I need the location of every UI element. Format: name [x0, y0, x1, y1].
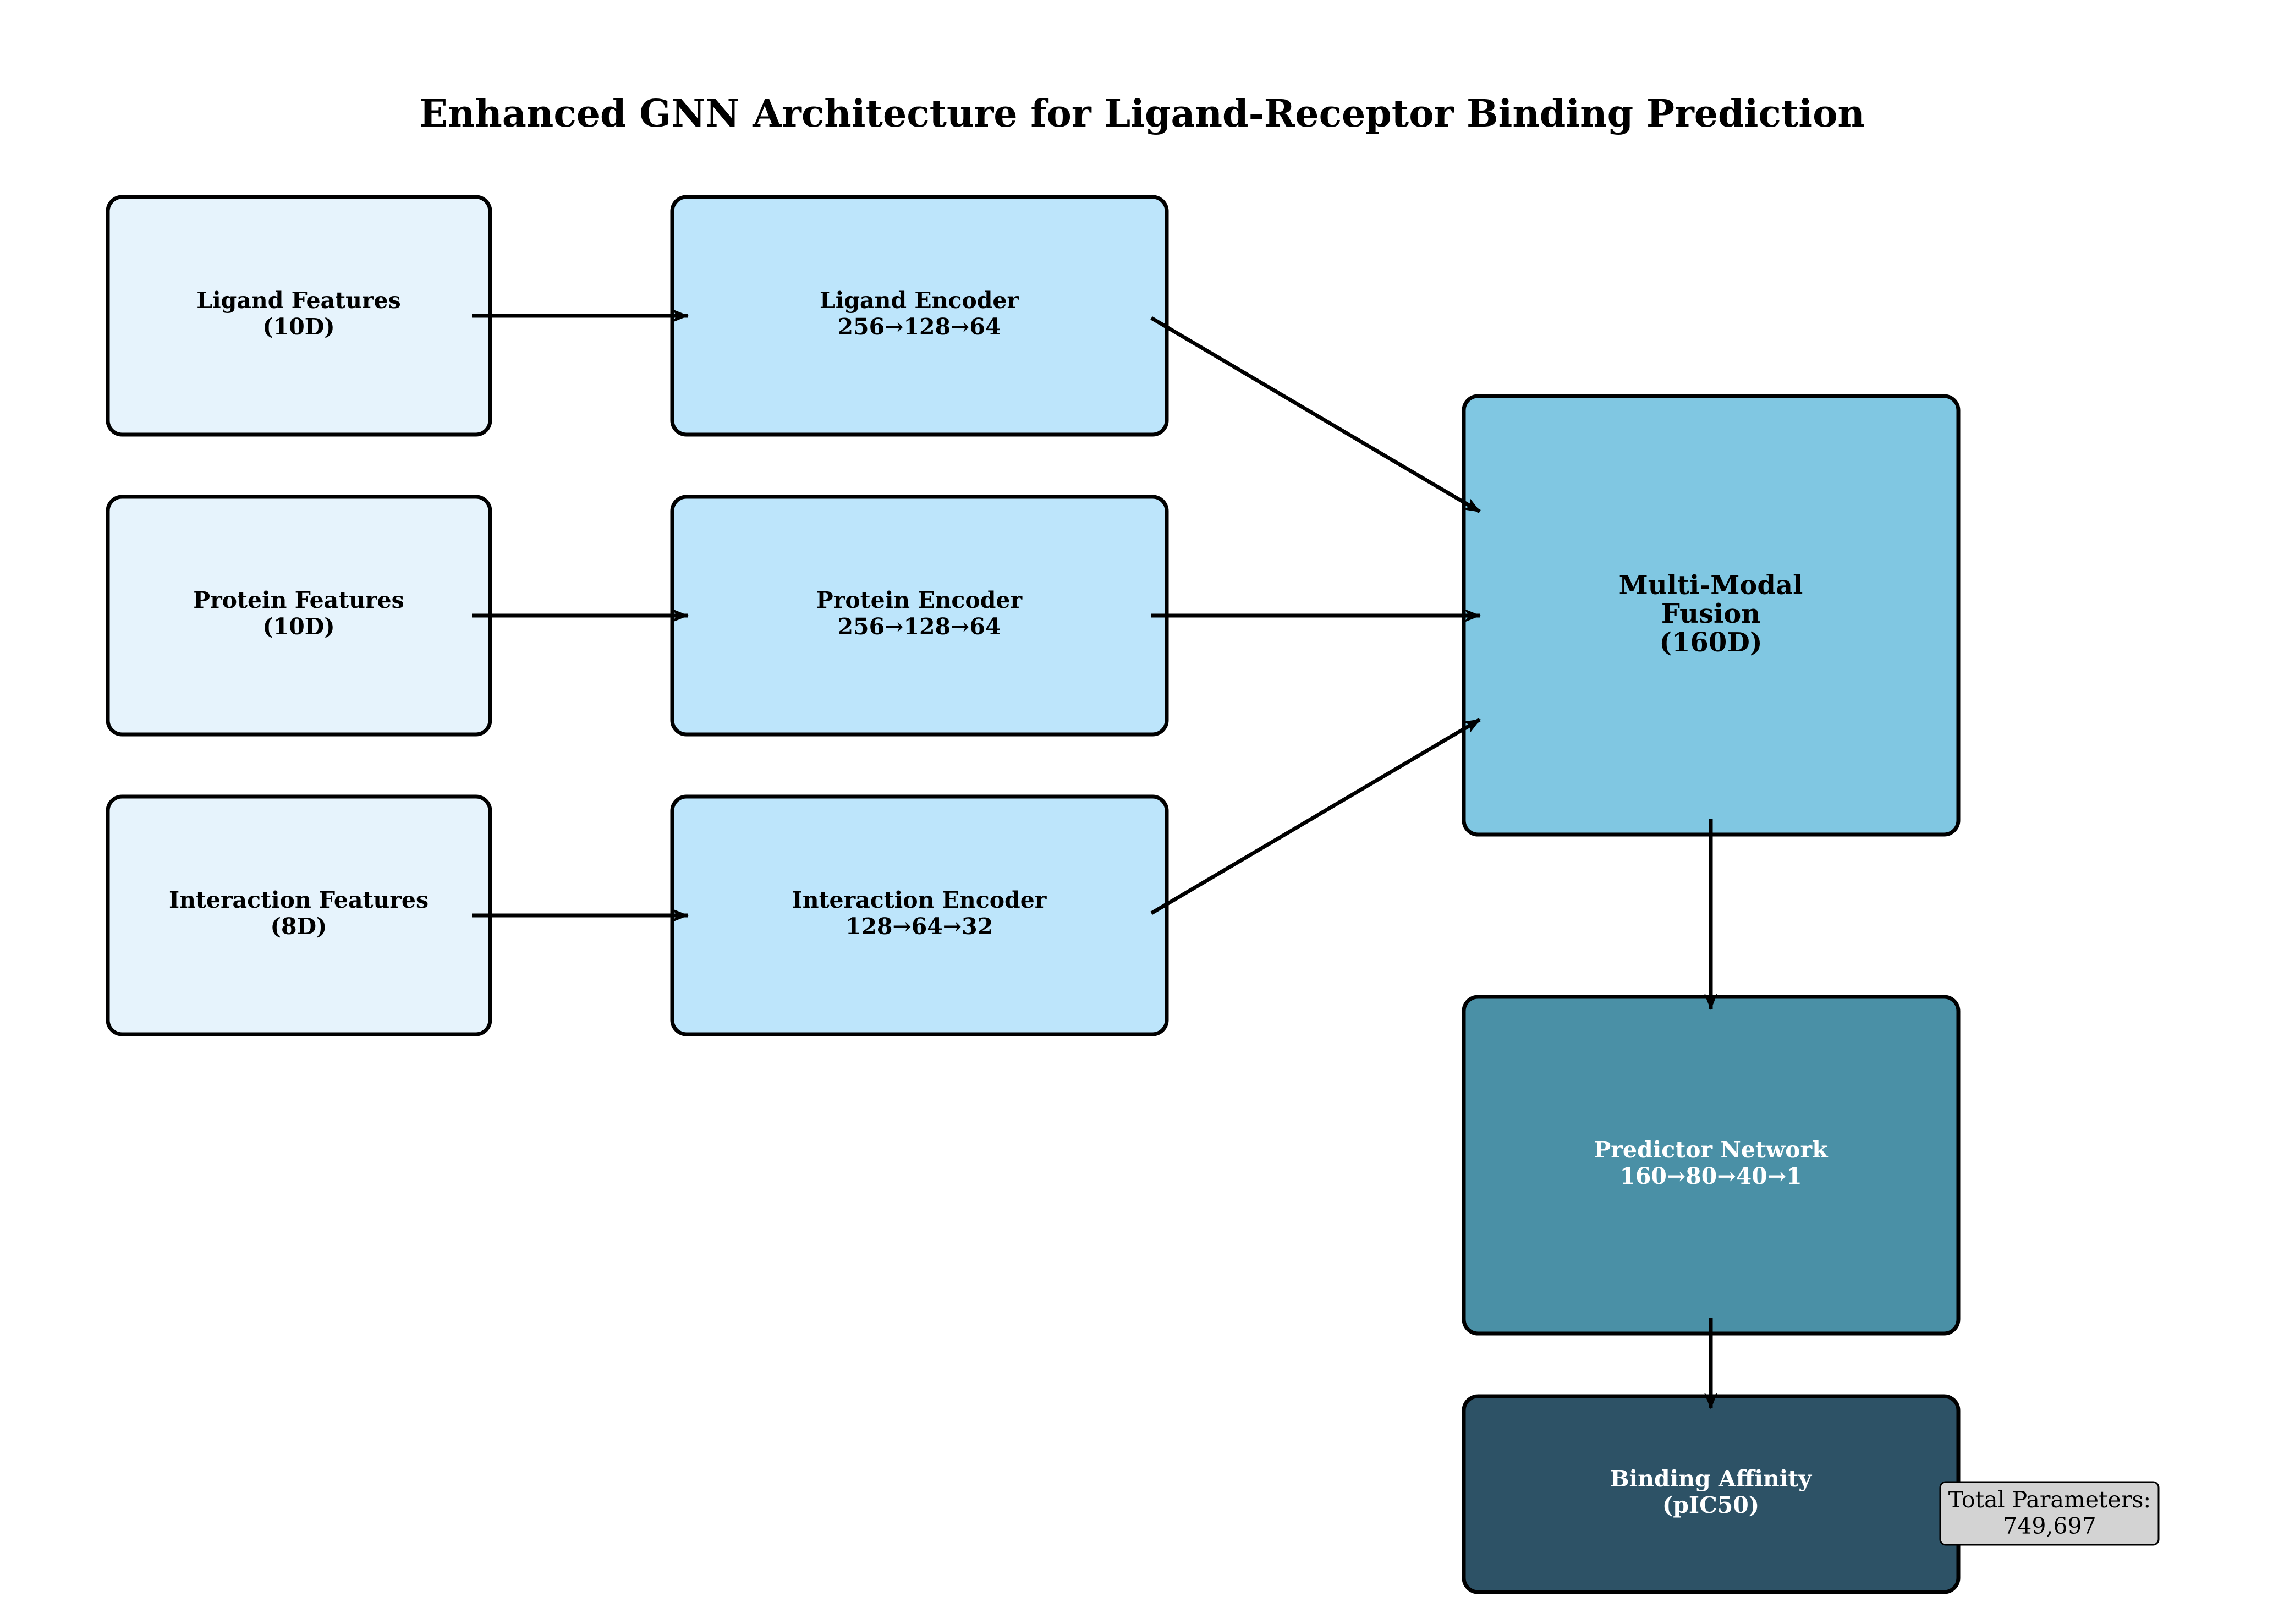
interaction-encoder-node: Interaction Encoder 128→64→32: [670, 794, 1169, 1036]
predictor-layers: 160→80→40→1: [1619, 1163, 1802, 1189]
predictor-node: Predictor Network 160→80→40→1: [1462, 995, 1961, 1336]
total-parameters-note: Total Parameters: 749,697: [1939, 1481, 2160, 1546]
ligand-features-dim: (10D): [262, 314, 334, 340]
fusion-dim: (160D): [1659, 627, 1762, 658]
ligand-encoder-label: Ligand Encoder: [820, 287, 1020, 314]
interaction-features-dim: (8D): [271, 913, 327, 940]
protein-encoder-layers: 256→128→64: [838, 613, 1001, 640]
ligand-encoder-layers: 256→128→64: [838, 314, 1001, 340]
protein-encoder-node: Protein Encoder 256→128→64: [670, 495, 1169, 737]
binding-affinity-label: Binding Affinity: [1610, 1466, 1812, 1492]
total-parameters-label: Total Parameters:: [1948, 1486, 2151, 1513]
diagram-title: Enhanced GNN Architecture for Ligand-Rec…: [419, 92, 1865, 136]
interaction-encoder-layers: 128→64→32: [845, 913, 993, 940]
arrow-interaction-encoder-to-fusion: [1150, 717, 1481, 915]
protein-encoder-label: Protein Encoder: [816, 587, 1023, 613]
arrow-ligand-encoder-to-fusion: [1150, 316, 1481, 514]
protein-features-label: Protein Features: [193, 587, 404, 613]
fusion-label-line1: Multi-Modal: [1619, 570, 1803, 601]
interaction-features-label: Interaction Features: [169, 887, 429, 913]
total-parameters-box: [1939, 1481, 2160, 1546]
protein-features-node: Protein Features (10D): [106, 495, 492, 737]
total-parameters-value: 749,697: [2003, 1513, 2096, 1539]
ligand-features-label: Ligand Features: [196, 287, 400, 314]
binding-affinity-node: Binding Affinity (pIC50): [1462, 1394, 1961, 1594]
fusion-node: Multi-Modal Fusion (160D): [1462, 394, 1961, 837]
ligand-encoder-node: Ligand Encoder 256→128→64: [670, 195, 1169, 437]
interaction-encoder-label: Interaction Encoder: [792, 887, 1047, 913]
protein-features-dim: (10D): [262, 613, 334, 640]
ligand-features-node: Ligand Features (10D): [106, 195, 492, 437]
fusion-label-line2: Fusion: [1661, 599, 1760, 629]
interaction-features-node: Interaction Features (8D): [106, 794, 492, 1036]
binding-affinity-unit: (pIC50): [1662, 1492, 1759, 1518]
predictor-label: Predictor Network: [1594, 1137, 1829, 1163]
